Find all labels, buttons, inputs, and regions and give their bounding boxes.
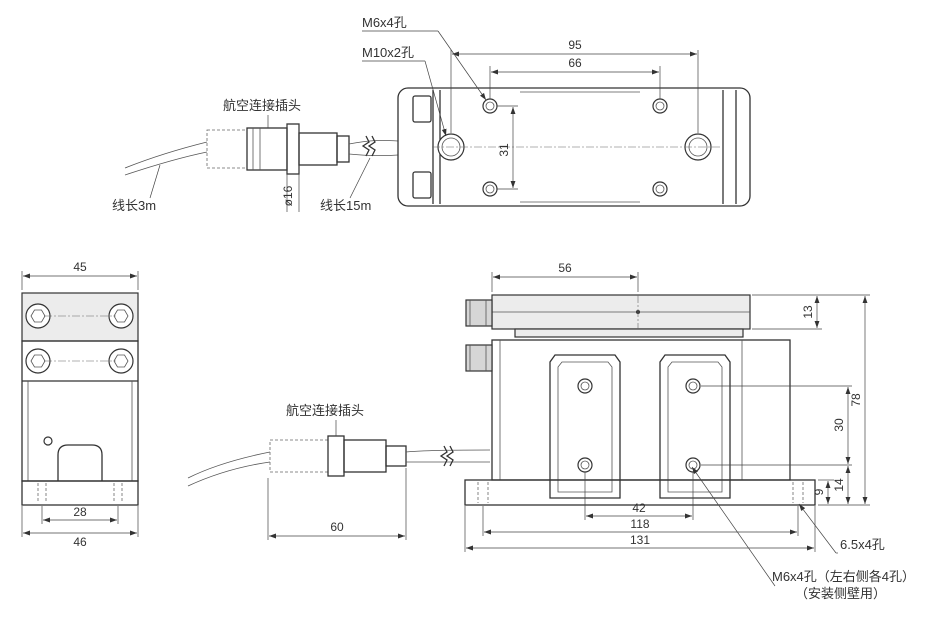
callout-6-5x4-holes: 6.5x4孔 (840, 537, 885, 552)
connector-plug-front (269, 435, 407, 477)
dim-28: 28 (73, 505, 87, 519)
dim-66: 66 (568, 56, 582, 70)
front-view-callouts: 航空连接插头 6.5x4孔 M6x4孔（左右侧各4孔） （安装侧壁用） (286, 403, 915, 601)
m6-side-hole (577, 378, 593, 394)
front-view: 56 60 13 78 30 14 9 42 (187, 261, 915, 601)
dim-118: 118 (630, 517, 649, 531)
m6-side-hole (577, 457, 593, 473)
load-cell-body-front (464, 294, 816, 506)
bolt-head (108, 303, 134, 329)
bolt-head (108, 348, 134, 374)
dim-78: 78 (849, 393, 863, 407)
dim-56: 56 (558, 261, 572, 275)
dim-9: 9 (812, 488, 826, 495)
end-view-base (21, 480, 139, 506)
callout-m6-side-holes: M6x4孔（左右侧各4孔） (772, 569, 915, 584)
dim-30: 30 (832, 418, 846, 432)
top-view: 95 66 31 ø16 M6x4孔 M10x2孔 航空连接插头 线长3m 线 (112, 15, 751, 213)
dim-13: 13 (801, 305, 815, 319)
front-body (491, 339, 791, 481)
m6-hole (482, 98, 498, 114)
connector-label-front: 航空连接插头 (286, 403, 364, 418)
top-view-callouts: M6x4孔 M10x2孔 航空连接插头 线长3m 线长15m (112, 15, 487, 213)
load-cell-body-top (397, 87, 751, 207)
front-view-dimensions: 56 60 13 78 30 14 9 42 (267, 261, 870, 552)
m6-hole (652, 98, 668, 114)
front-base-plate (464, 479, 816, 506)
dim-42: 42 (632, 501, 646, 515)
dim-46: 46 (73, 535, 87, 549)
end-view-dimensions: 45 28 46 (21, 260, 139, 549)
cable-15m-wire (348, 140, 399, 145)
cable-3m-wire-front (187, 451, 271, 479)
m6-side-hole (685, 378, 701, 394)
dim-95: 95 (568, 38, 582, 52)
cable-length-15m: 线长15m (320, 198, 371, 213)
side-plate-right (659, 354, 731, 499)
callout-m6-4-holes: M6x4孔 (362, 15, 407, 30)
dim-60: 60 (330, 520, 344, 534)
end-view-slot (57, 444, 103, 481)
end-view: 45 28 46 (21, 260, 139, 549)
cable-length-3m: 线长3m (112, 198, 156, 213)
callout-m6-side-holes-note: （安装侧壁用） (795, 586, 886, 601)
end-view-small-hole (43, 436, 53, 446)
m6-hole (482, 181, 498, 197)
m6-side-hole (685, 457, 701, 473)
connector-label-top: 航空连接插头 (223, 98, 301, 113)
dim-14: 14 (832, 478, 846, 492)
connector-plug-top (206, 123, 350, 175)
cable-15m-wire-front (405, 449, 491, 453)
cable-3m-wire (124, 141, 208, 169)
dim-131: 131 (630, 533, 650, 547)
dim-phi16: ø16 (281, 185, 295, 206)
dim-45: 45 (73, 260, 87, 274)
dim-31: 31 (497, 143, 511, 157)
side-plate-left (549, 354, 621, 499)
top-view-dimensions: 95 66 31 ø16 (281, 38, 699, 212)
m6-hole (652, 181, 668, 197)
callout-m10-2-holes: M10x2孔 (362, 45, 414, 60)
